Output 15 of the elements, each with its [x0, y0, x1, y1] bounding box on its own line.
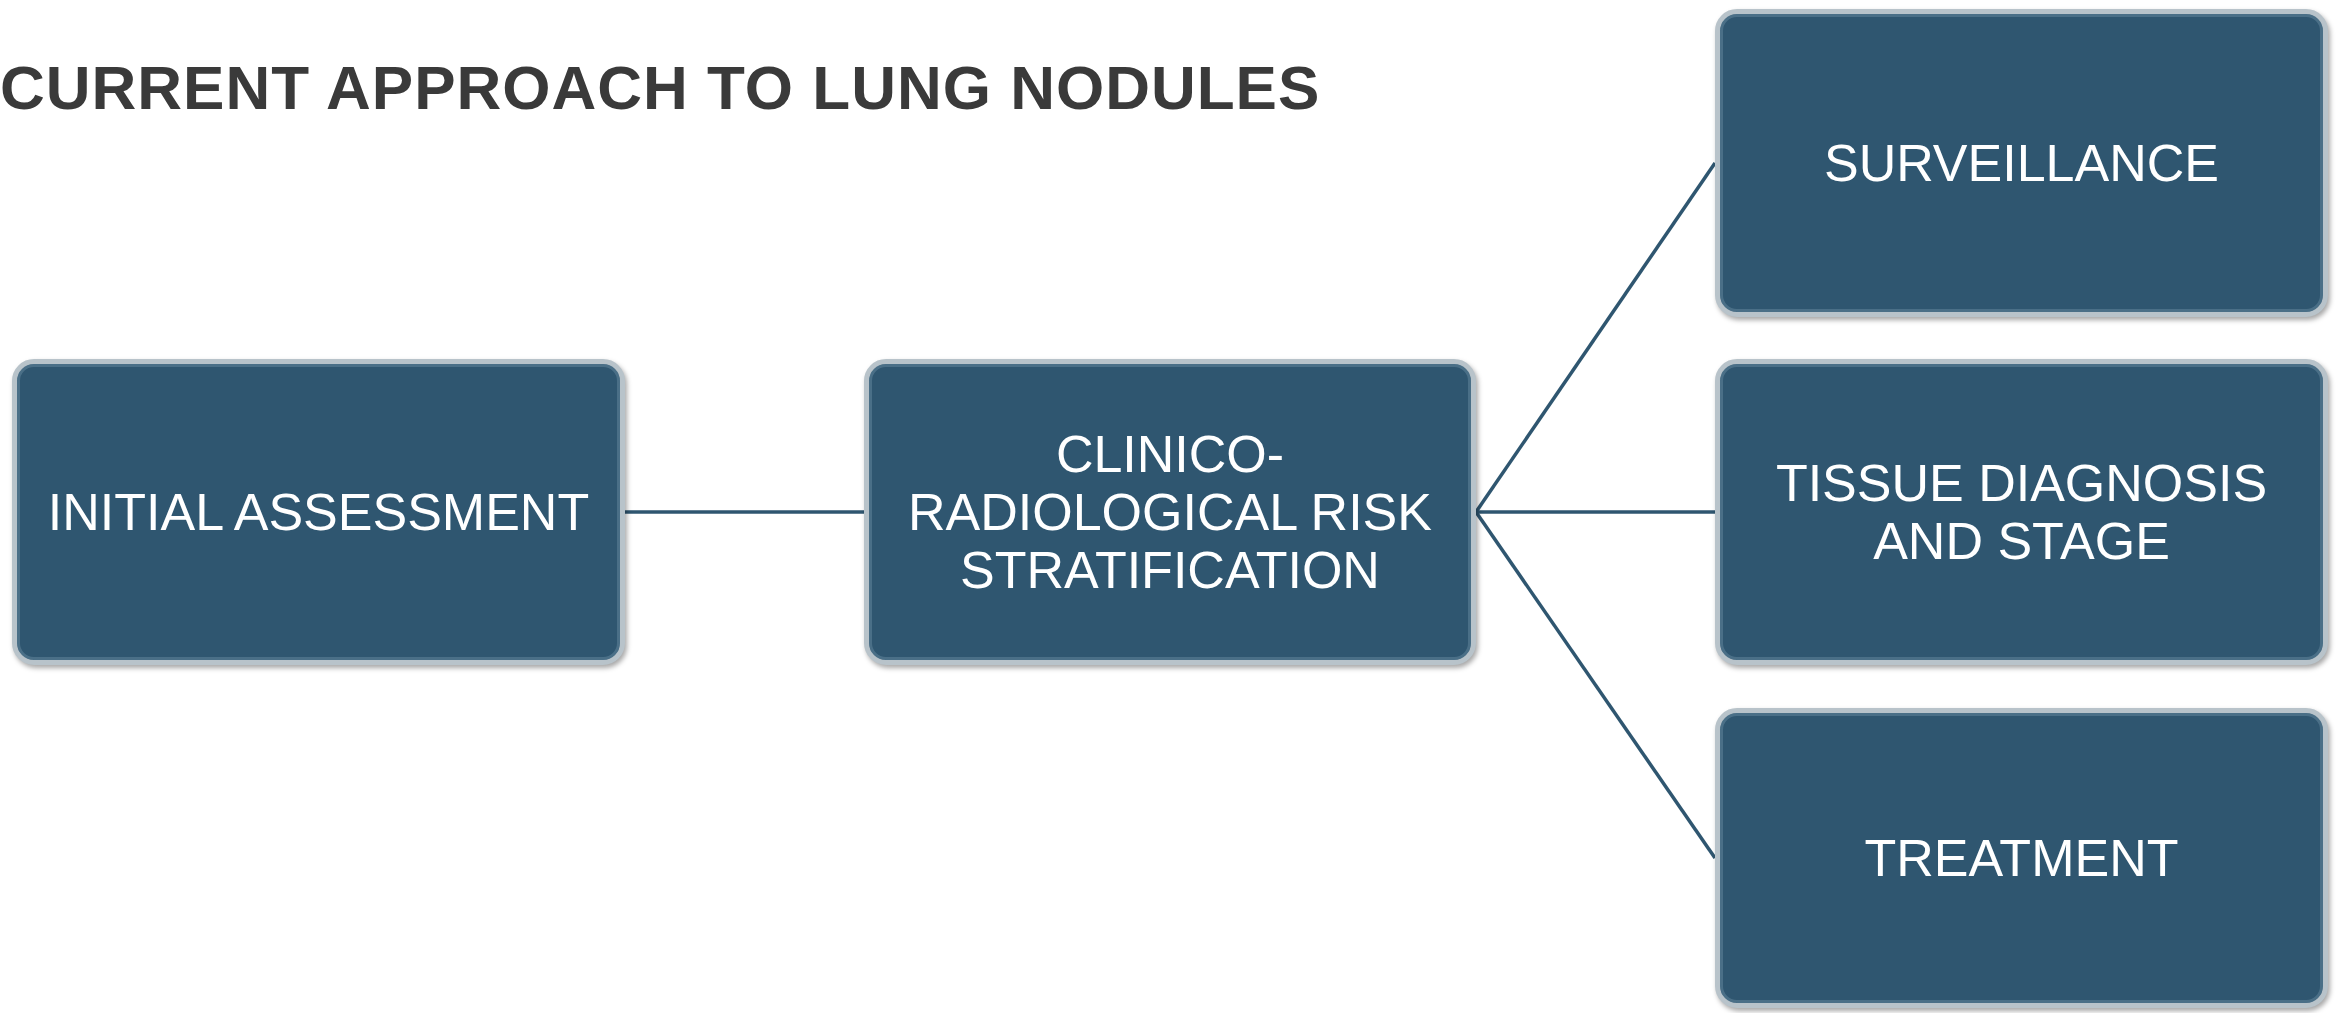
connector-line — [625, 510, 864, 514]
process-box — [1715, 359, 2328, 665]
process-box — [864, 359, 1476, 665]
connector-line — [1476, 510, 1715, 514]
box-label: TREATMENT — [1863, 828, 2180, 888]
title: CURRENT APPROACH TO LUNG NODULES — [0, 52, 1321, 123]
process-box — [12, 359, 625, 665]
connector-line — [1474, 511, 1717, 859]
box-label: CLINICO-RADIOLOGICAL RISK STRATIFICATION — [907, 424, 1433, 600]
box-label: INITIAL ASSESSMENT — [46, 482, 591, 542]
box-label: TISSUE DIAGNOSIS AND STAGE — [1774, 453, 2269, 571]
connector-line — [1474, 162, 1717, 513]
process-box — [1715, 9, 2328, 317]
process-box — [1715, 708, 2328, 1008]
box-label: SURVEILLANCE — [1823, 133, 2220, 193]
